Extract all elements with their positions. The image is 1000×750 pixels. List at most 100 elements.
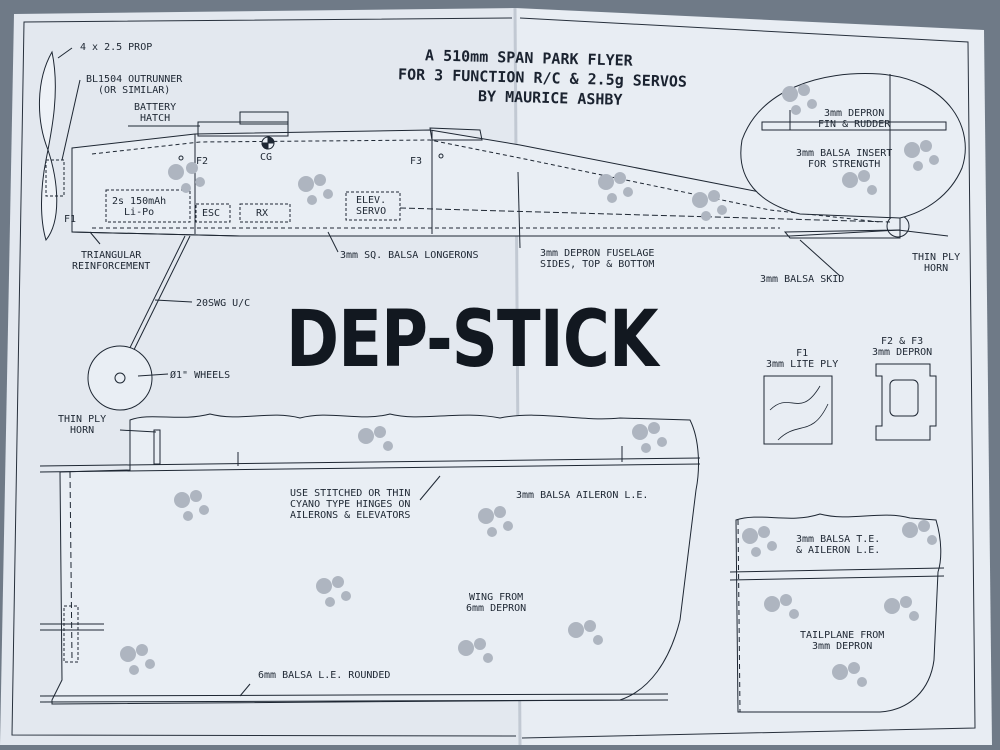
propeller xyxy=(38,50,58,242)
triangular-reinforcement xyxy=(71,231,241,237)
wing-dashed-axis xyxy=(69,471,73,661)
tail-pushrod-end xyxy=(897,229,949,237)
wing-outline xyxy=(51,413,699,705)
label-wheels: Ø1" WHEELS xyxy=(170,370,231,381)
leader-fuse xyxy=(517,171,521,249)
f1-plate xyxy=(763,375,833,445)
servo-box xyxy=(345,191,401,221)
undercarriage-wire xyxy=(119,235,186,369)
label-wing-horn: THIN PLY HORN xyxy=(58,414,107,436)
wing-aileron-le-2 xyxy=(39,463,701,473)
wing-horn xyxy=(153,429,161,465)
label-f3: F3 xyxy=(410,156,423,167)
label-f1: F1 xyxy=(64,214,77,225)
wing-le-2 xyxy=(39,699,669,703)
dot-cluster xyxy=(358,426,393,451)
label-longerons: 3mm SQ. BALSA LONGERONS xyxy=(340,250,479,261)
leader-hinges xyxy=(419,475,441,501)
dot-cluster xyxy=(742,526,777,557)
wing-le xyxy=(39,693,669,697)
label-tailplane: TAILPLANE FROM 3mm DEPRON xyxy=(800,630,885,652)
label-esc: ESC xyxy=(202,208,221,219)
dot-cluster xyxy=(568,620,603,645)
dot-cluster xyxy=(316,576,351,607)
tailplane-outline xyxy=(735,513,942,713)
battery-box xyxy=(105,189,191,223)
dot-cluster xyxy=(632,422,667,453)
leader-uc xyxy=(154,299,193,303)
motor xyxy=(45,159,65,197)
label-tail-te: 3mm BALSA T.E. & AILERON L.E. xyxy=(796,534,881,556)
canopy-block xyxy=(239,111,289,125)
label-hinges: USE STITCHED OR THIN CYANO TYPE HINGES O… xyxy=(290,488,411,521)
label-f1-caption: F1 3mm LITE PLY xyxy=(766,348,839,370)
border-left xyxy=(11,17,517,737)
wing-aileron-le xyxy=(39,457,701,467)
fin-post xyxy=(429,127,483,141)
balsa-skid xyxy=(783,229,901,239)
balsa-insert xyxy=(761,121,947,131)
dot-cluster xyxy=(842,170,877,195)
battery-hatch xyxy=(197,121,289,137)
dot-cluster xyxy=(120,644,155,675)
label-motor: BL1504 OUTRUNNER (OR SIMILAR) xyxy=(86,74,183,96)
leader-skid xyxy=(799,239,841,277)
label-elev-servo: ELEV. SERVO xyxy=(356,195,387,217)
prop-leader xyxy=(57,47,73,59)
dot-cluster xyxy=(598,172,633,203)
undercarriage-wire-2 xyxy=(124,235,191,369)
border-right xyxy=(519,17,976,739)
dot-cluster xyxy=(168,162,205,193)
label-uc: 20SWG U/C xyxy=(196,298,251,309)
label-triangular: TRIANGULAR REINFORCEMENT xyxy=(72,250,151,272)
hole-f2 xyxy=(178,155,184,161)
label-wing-le: 6mm BALSA L.E. ROUNDED xyxy=(258,670,391,681)
label-cg: CG xyxy=(260,152,273,163)
tailplane-te xyxy=(729,567,945,573)
leader-wheels xyxy=(137,373,169,377)
pushrod xyxy=(399,207,891,223)
dot-cluster xyxy=(902,520,937,545)
label-prop: 4 x 2.5 PROP xyxy=(80,42,153,53)
depron-dots xyxy=(120,84,939,687)
label-fin-rudder: 3mm DEPRON FIN & RUDDER xyxy=(818,108,891,130)
label-wing: WING FROM 6mm DEPRON xyxy=(466,592,527,614)
label-f2: F2 xyxy=(196,156,209,167)
leader-motor xyxy=(61,79,81,161)
wheel xyxy=(87,345,153,411)
hole-f3 xyxy=(438,153,444,159)
dot-cluster xyxy=(298,174,333,205)
label-f2f3-caption: F2 & F3 3mm DEPRON xyxy=(872,336,933,358)
label-balsa-skid: 3mm BALSA SKID xyxy=(760,274,845,285)
label-balsa-insert: 3mm BALSA INSERT FOR STRENGTH xyxy=(796,148,893,170)
esc-box xyxy=(195,203,231,223)
dot-cluster xyxy=(458,638,493,663)
wing-mount xyxy=(63,605,79,663)
rx-box xyxy=(239,203,291,223)
leader-wing-le xyxy=(239,683,251,697)
dot-cluster xyxy=(692,190,727,221)
dot-cluster xyxy=(884,596,919,621)
cg-symbol-fill xyxy=(261,136,275,150)
label-tail-horn: THIN PLY HORN xyxy=(912,252,961,274)
title-line-3: BY MAURICE ASHBY xyxy=(477,87,623,109)
f1-grain xyxy=(769,385,829,441)
tailplane-te-2 xyxy=(729,575,945,581)
dot-cluster xyxy=(174,490,209,521)
label-battery: 2s 150mAh Li-Po xyxy=(112,196,167,218)
dot-cluster xyxy=(782,84,817,115)
label-rx: RX xyxy=(256,208,269,219)
wheel-hub xyxy=(114,372,126,384)
label-fuselage-sides: 3mm DEPRON FUSELAGE SIDES, TOP & BOTTOM xyxy=(540,248,655,270)
leader-horn xyxy=(119,429,157,433)
dot-cluster xyxy=(904,140,939,171)
label-battery-hatch: BATTERY HATCH xyxy=(134,102,177,124)
model-name: DEP-STICK xyxy=(286,295,659,385)
dot-cluster xyxy=(764,594,799,619)
dot-cluster xyxy=(832,662,867,687)
leader-longerons xyxy=(327,231,339,253)
leader-tri xyxy=(89,231,101,245)
f2f3-plate xyxy=(875,363,937,441)
